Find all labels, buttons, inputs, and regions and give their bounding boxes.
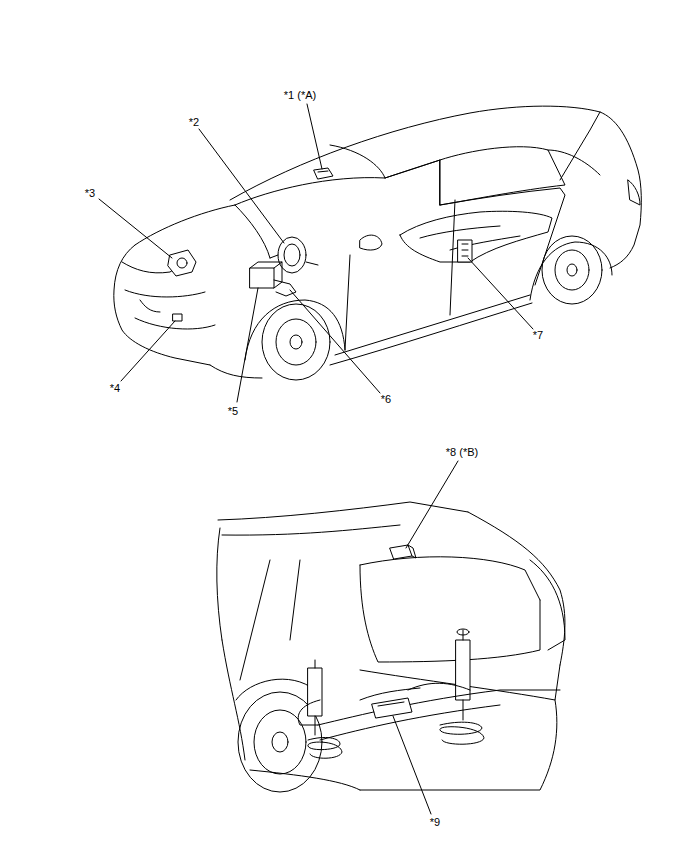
front-car [114,106,642,380]
callout-number: *3 [84,188,96,199]
callout-number: *1 (*A) [283,90,317,101]
callout-number: *9 [429,817,441,828]
callout-number: *5 [227,406,239,417]
callout-number: *7 [532,330,544,341]
leader-lines [99,104,533,814]
rear-car [217,502,565,792]
callout-number: *2 [188,117,200,128]
callout-number: *8 (*B) [445,447,479,458]
callout-number: *6 [380,394,392,405]
callout-number: *4 [109,383,121,394]
